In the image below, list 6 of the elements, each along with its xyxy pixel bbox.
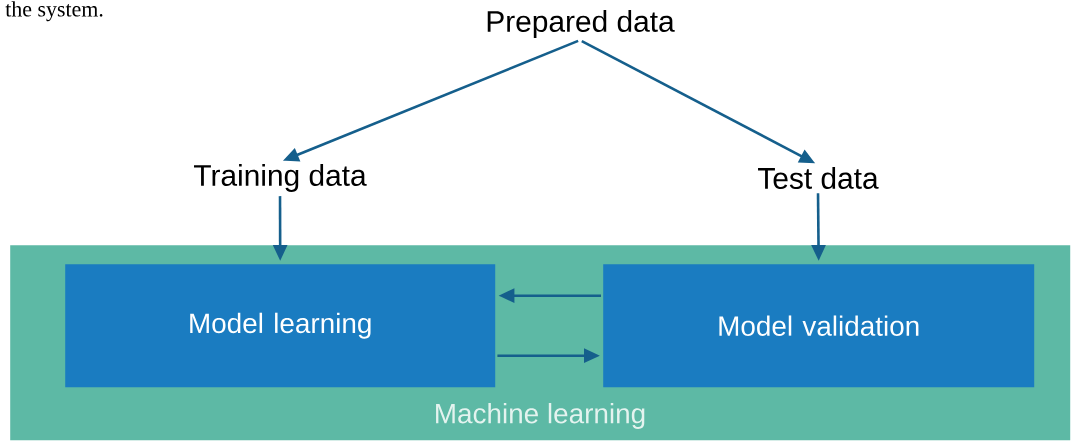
node-label: Training data [194, 164, 367, 192]
process-box: Model validation [603, 264, 1035, 388]
node-label: Prepared data [487, 10, 675, 38]
node-label: Test data [758, 167, 879, 189]
note-text: the system. [5, 1, 103, 22]
process-box: Model learning [65, 264, 496, 388]
